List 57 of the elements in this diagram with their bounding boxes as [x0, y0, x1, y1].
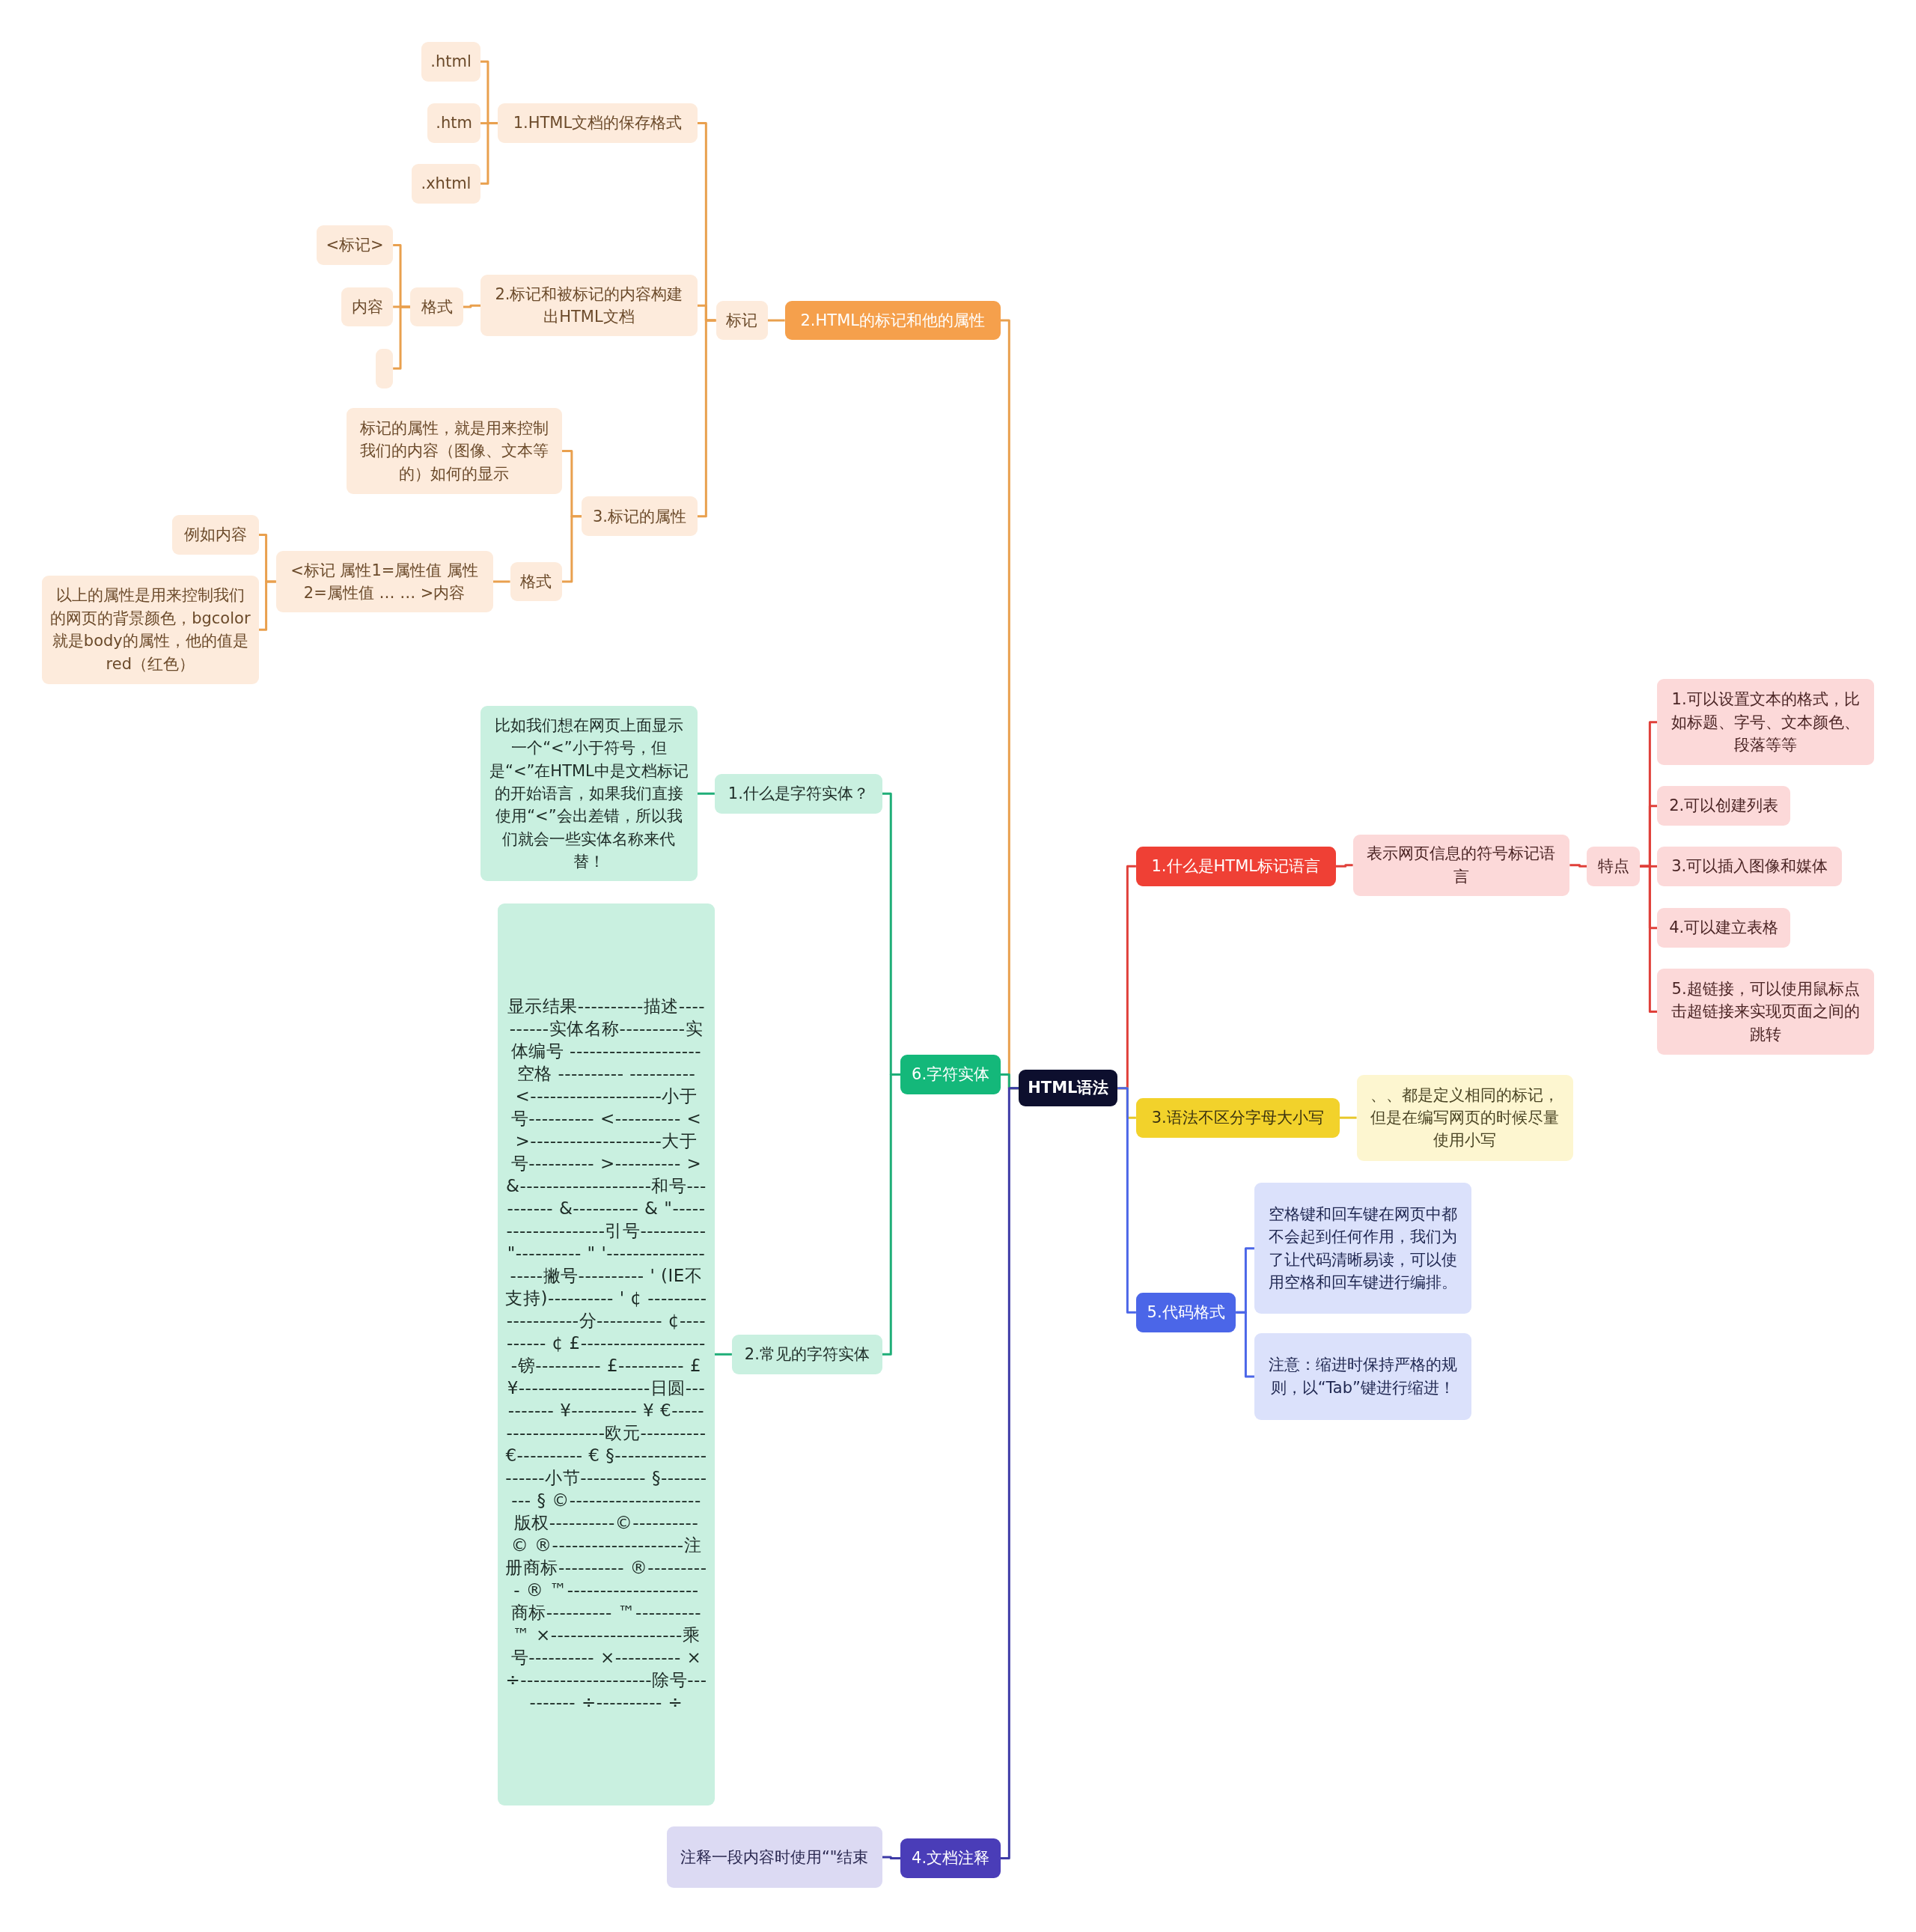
connector-line — [714, 1353, 732, 1356]
branch-topic: 4.文档注释 — [900, 1838, 1001, 1878]
topic-box: .htm — [427, 103, 481, 143]
topic-box: 格式 — [510, 561, 562, 602]
connector-line — [393, 305, 411, 370]
connector-line — [480, 122, 498, 185]
connector-line — [1640, 865, 1658, 1014]
topic-box: 5.超链接，可以使用鼠标点击超链接来实现页面之间的跳转 — [1657, 969, 1874, 1055]
topic-box: 显示结果----------描述----------实体名称----------实体编号 --------------------空格 ---------- ---------- <--------------------小于号---------- <---------- < >--------------------大于号---------- >---------- > &--------------------和号---------- &---------- & "--------------------引号---------- "---------- " '--------------------撇号---------- ' (IE不支持)---------- ' ¢ --------------------分---------- ¢---------- ¢ £--------------------镑---------- £---------- £ ¥--------------------日圆---------- ¥---------- ¥ €--------------------欧元---------- €---------- € §--------------------小节---------- §---------- § ©--------------------版权----------©---------- © ®--------------------注册商标---------- ®---------- ® ™--------------------商标---------- ™---------- ™ ×--------------------乘号---------- ×---------- × ÷--------------------除号---------- ÷---------- ÷ — [498, 903, 715, 1805]
topic-box: 特点 — [1587, 847, 1641, 886]
branch-topic: 2.HTML的标记和他的属性 — [784, 300, 1001, 341]
topic-box: 1.可以设置文本的格式，比如标题、字号、文本颜色、段落等等 — [1657, 679, 1874, 766]
topic-box: 标记的属性，就是用来控制我们的内容（图像、文本等的）如何的显示 — [346, 407, 562, 495]
topic-box: 、、都是定义相同的标记，但是在编写网页的时候尽量使用小写 — [1356, 1074, 1574, 1161]
connector-line — [1569, 864, 1587, 868]
connector-line — [1000, 1087, 1019, 1860]
central-topic: HTML语法 — [1019, 1070, 1118, 1107]
branch-topic: 6.字符实体 — [900, 1055, 1001, 1094]
topic-box: 比如我们想在网页上面显示一个“<”小于符号，但是“<”在HTML中是文档标记的开始语言，如果我们直接使用“<”会出差错，所以我们就会一些实体名称来代替！ — [480, 706, 698, 882]
connector-line — [882, 1073, 901, 1356]
topic-box: 例如内容 — [172, 515, 259, 555]
topic-box: 2.可以创建列表 — [1657, 786, 1791, 826]
topic-box: 空格键和回车键在网页中都不会起到任何作用，我们为了让代码清晰易读，可以使用空格和回车键进行编排。 — [1254, 1183, 1471, 1314]
topic-box: 3.可以插入图像和媒体 — [1657, 847, 1843, 886]
connector-line — [492, 580, 510, 583]
connector-line — [697, 792, 715, 795]
branch-topic: 3.语法不区分字母大小写 — [1135, 1097, 1340, 1138]
topic-box: 4.可以建立表格 — [1657, 908, 1791, 948]
branch-topic: 1.什么是HTML标记语言 — [1135, 847, 1336, 886]
topic-box: 1.HTML文档的保存格式 — [498, 103, 698, 143]
connector-line — [258, 580, 276, 631]
empty-topic-box — [376, 348, 394, 388]
topic-box: 2.标记和被标记的内容构建出HTML文档 — [480, 275, 698, 337]
topic-box: 表示网页信息的符号标记语言 — [1352, 834, 1570, 896]
connector-line — [697, 319, 716, 518]
topic-box: 内容 — [341, 287, 394, 327]
topic-box: 2.常见的字符实体 — [731, 1334, 882, 1374]
branch-topic: 5.代码格式 — [1135, 1292, 1236, 1332]
connector-line — [767, 319, 785, 322]
topic-box: 注释一段内容时使用“"结束 — [666, 1826, 882, 1889]
connector-line — [1335, 864, 1353, 868]
connector-line — [561, 515, 582, 583]
topic-box: 注意：缩进时保持严格的规则，以“Tab”键进行缩进！ — [1254, 1333, 1471, 1420]
topic-box: .xhtml — [411, 163, 481, 204]
connector-line — [882, 1856, 901, 1860]
connector-line — [1339, 1116, 1357, 1119]
connector-line — [463, 304, 481, 308]
topic-box: 标记 — [716, 300, 768, 341]
topic-box: 格式 — [410, 287, 463, 327]
connector-line — [1117, 1087, 1136, 1314]
topic-box: 1.什么是字符实体？ — [714, 773, 882, 814]
topic-box: <标记 属性1=属性值 属性2=属性值 … … >内容 — [275, 550, 493, 613]
topic-box: .html — [421, 41, 481, 82]
topic-box: 3.标记的属性 — [582, 496, 698, 537]
topic-box: <标记> — [317, 225, 394, 265]
topic-box: 以上的属性是用来控制我们的网页的背景颜色，bgcolor就是body的属性，他的值是red（红色） — [41, 575, 259, 684]
connector-line — [1236, 1311, 1254, 1378]
